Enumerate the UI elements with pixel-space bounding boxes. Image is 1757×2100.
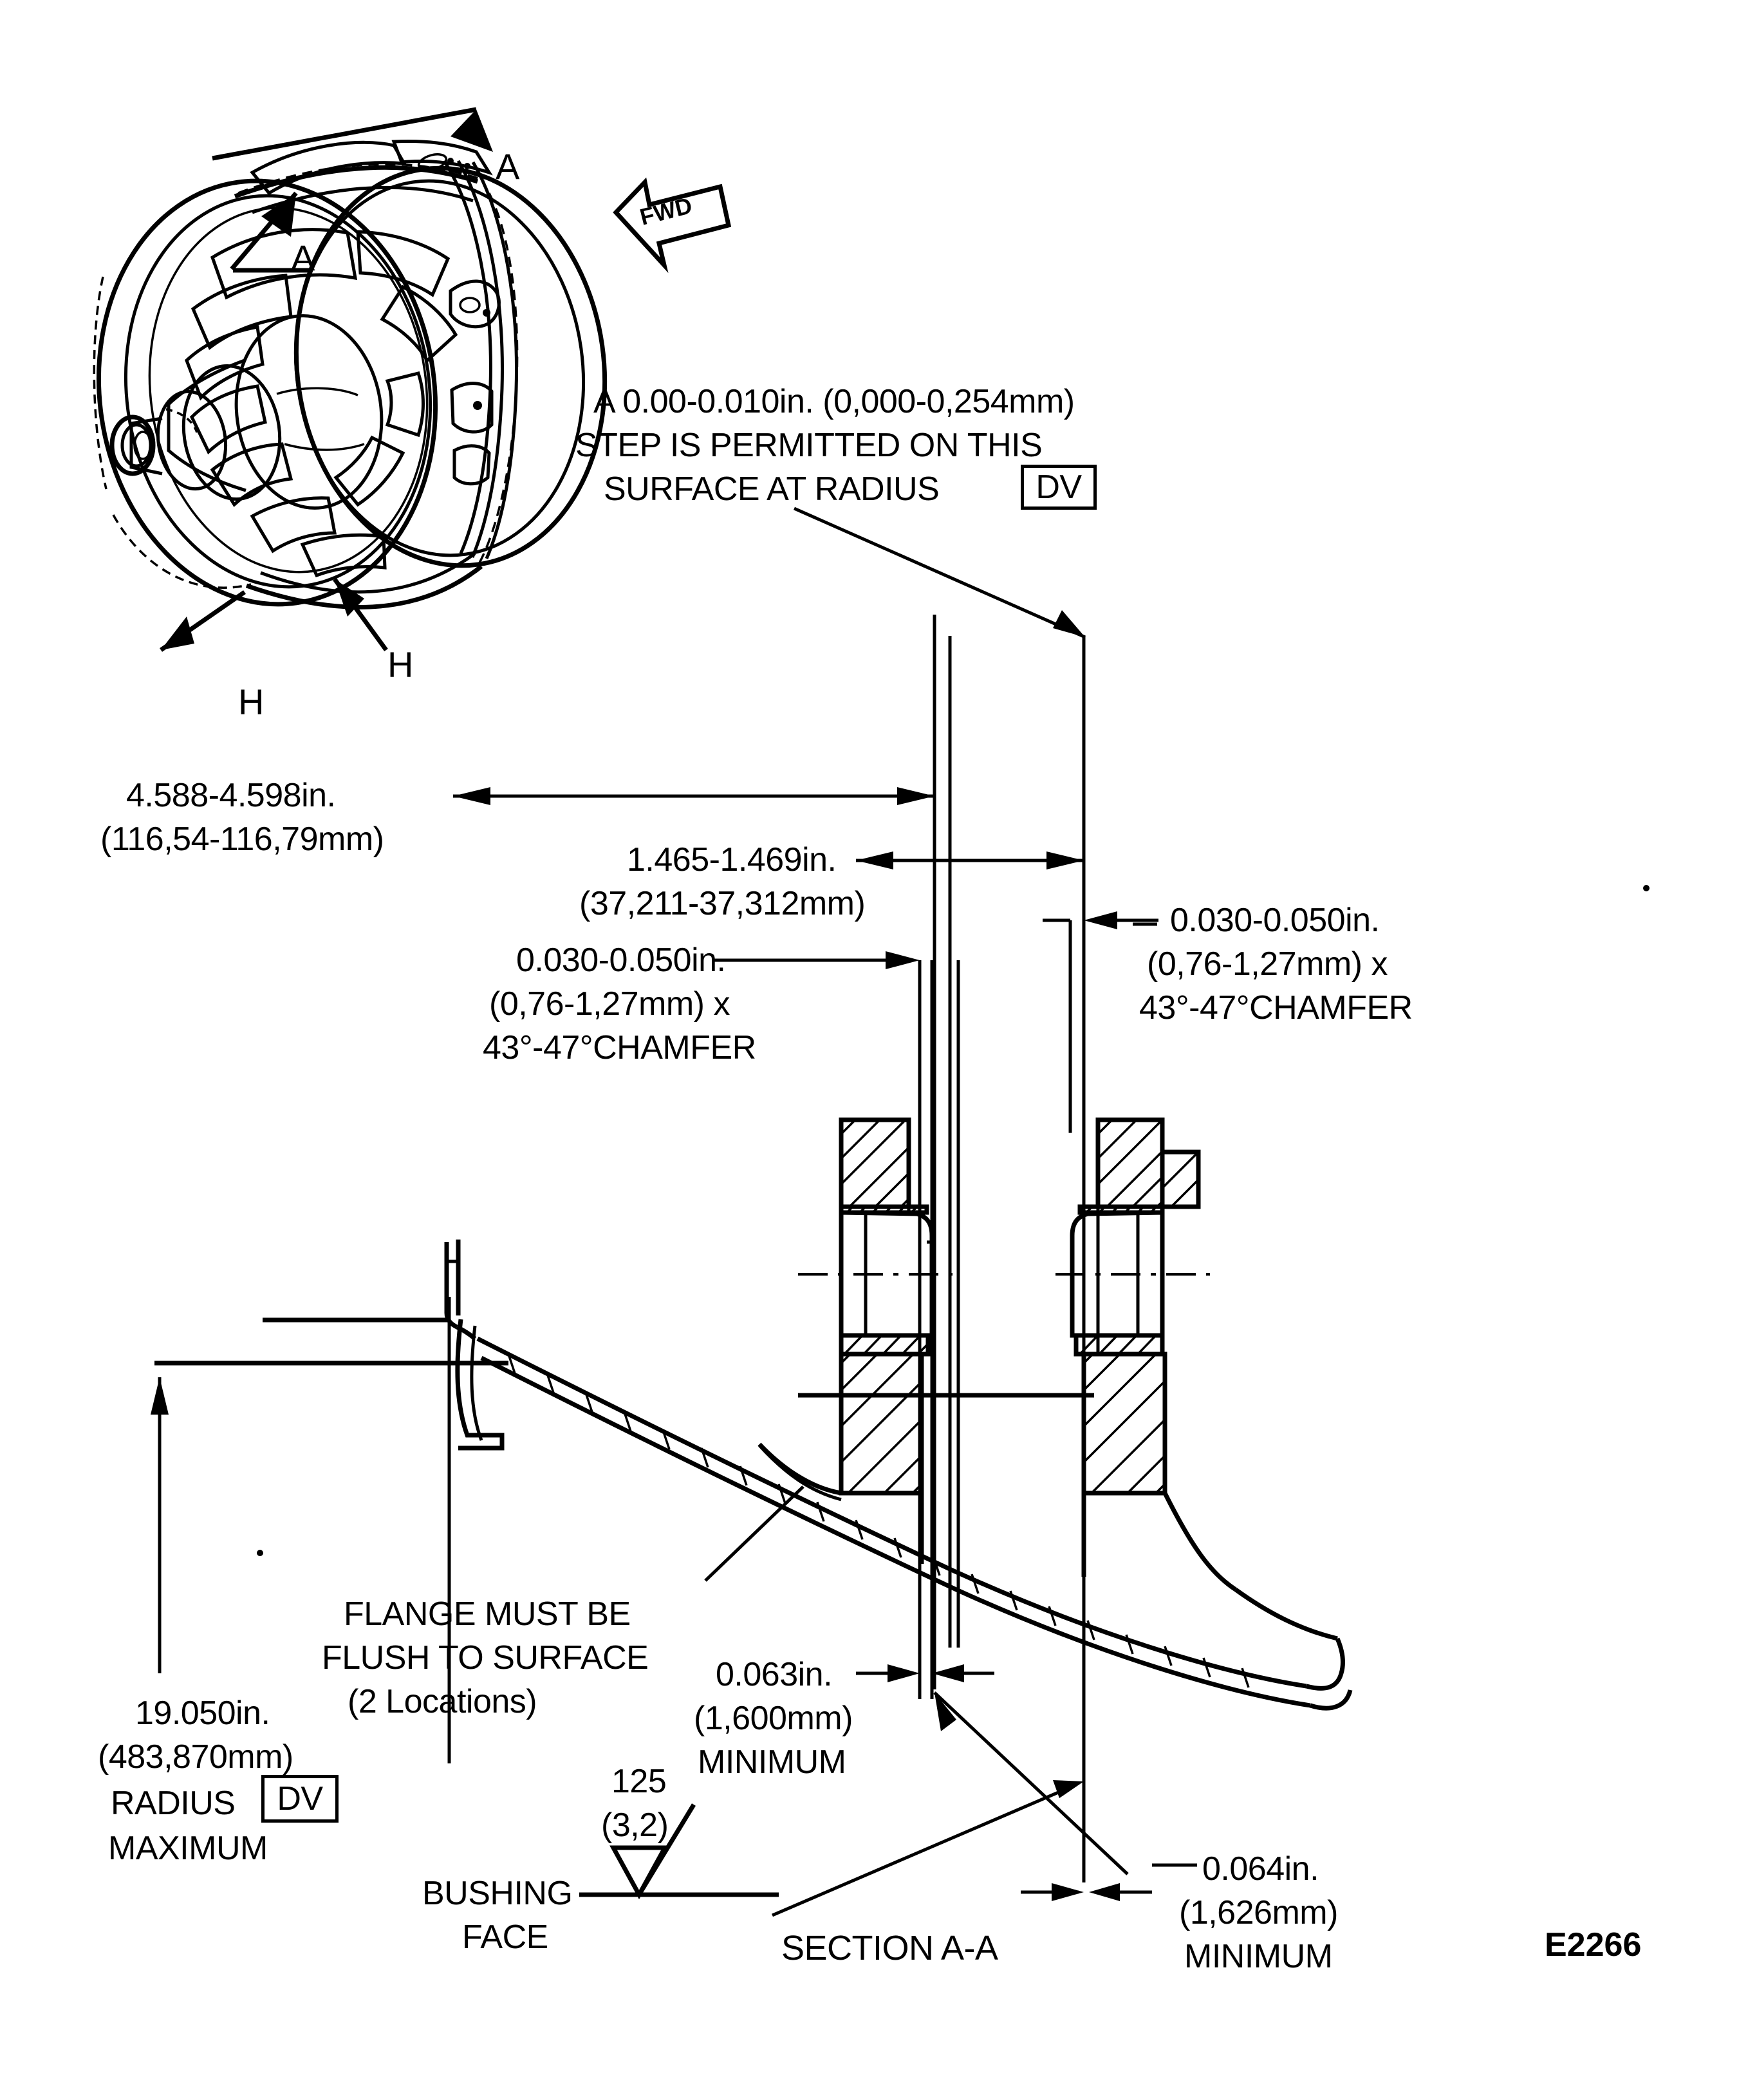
section-label-A-lower: A [291,237,315,278]
wall-outer-qualifier: MINIMUM [1184,1938,1333,1975]
step-note-line3: SURFACE AT RADIUS [604,470,940,508]
surface-finish-micrometer: (3,2) [601,1807,669,1844]
figure-code: E2266 [1545,1926,1642,1964]
dim-0063 [856,1664,1129,1875]
wall-outer-metric: (1,626mm) [1179,1894,1338,1931]
step-note-line2: STEP IS PERMITTED ON THIS [575,427,1043,464]
chamfer-right-metric: (0,76-1,27mm) x [1147,945,1388,983]
step-note-leader [793,506,1086,639]
radius-dimension-19050 [151,1377,169,1673]
step-note-line1: A 0.00-0.010in. (0,000-0,254mm) [593,383,1075,420]
chamfer-left-inch: 0.030-0.050in. [516,942,726,979]
radius-max-metric: (483,870mm) [98,1738,293,1776]
radius-max-qualifier: MAXIMUM [108,1830,268,1867]
flange-note-line2: FLUSH TO SURFACE [322,1639,649,1677]
detail-label-H-left: H [238,682,264,722]
chamfer-left-angle: 43°-47°CHAMFER [483,1029,756,1066]
isometric-engine-view [93,107,608,652]
bushing-face-line2: FACE [462,1919,548,1956]
dim-overall-inch: 4.588-4.598in. [126,777,336,814]
flange-note-leader [704,1485,804,1582]
dim-bore-metric: (37,211-37,312mm) [579,885,866,922]
detail-label-H-right: H [387,644,413,685]
section-label-A-upper: A [496,146,519,187]
surface-finish-microinch: 125 [611,1763,667,1800]
wall-inner-qualifier: MINIMUM [698,1743,846,1781]
section-caption: SECTION A-A [781,1929,998,1967]
fwd-label: FWD [637,192,695,230]
chamfer-left-metric: (0,76-1,27mm) x [489,985,730,1023]
chamfer-right-inch: 0.030-0.050in. [1170,902,1380,939]
dim-bore-inch: 1.465-1.469in. [627,841,837,878]
radius-max-inch: 19.050in. [135,1695,270,1732]
chamfer-right-angle: 43°-47°CHAMFER [1139,989,1413,1027]
flange-note-line1: FLANGE MUST BE [344,1595,631,1633]
wall-inner-inch: 0.063in. [716,1656,833,1693]
bushing-face-line1: BUSHING [422,1875,573,1912]
datum-box-dv-step: DV [1021,465,1097,510]
datum-box-dv-radius: DV [261,1775,339,1823]
radius-max-label: RADIUS [111,1785,236,1822]
dim-overall-metric: (116,54-116,79mm) [100,821,384,858]
wall-outer-inch: 0.064in. [1202,1850,1319,1888]
wall-inner-metric: (1,600mm) [694,1700,853,1737]
dim-0064 [772,1780,1152,1917]
flange-note-line3: (2 Locations) [348,1683,537,1720]
